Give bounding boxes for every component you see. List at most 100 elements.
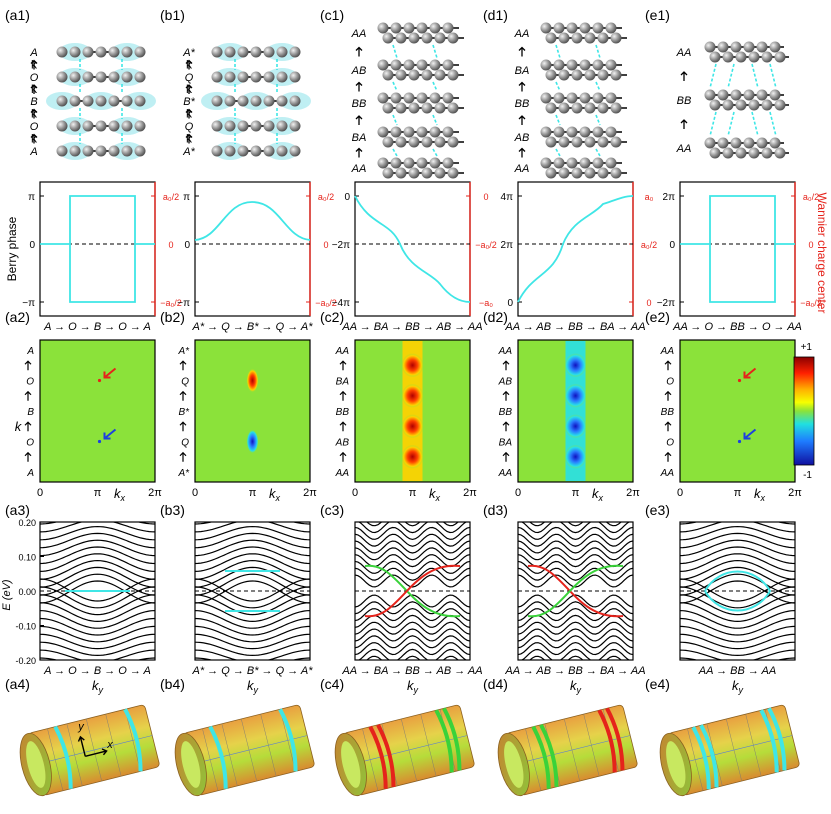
bulk-band (195, 539, 310, 557)
bilayer (540, 157, 622, 169)
bulk-band (518, 594, 633, 608)
atom (434, 167, 446, 179)
shift-arrow (595, 148, 601, 157)
curvature-peak (564, 383, 587, 408)
shift-arrow (392, 44, 398, 59)
atom (584, 136, 596, 148)
curvature-peak (737, 439, 742, 444)
ky-tick: B* (178, 407, 190, 418)
bulk-band (40, 578, 155, 602)
tube-inner (26, 741, 46, 788)
berry-tick-label: 0 (344, 192, 350, 203)
kx-tick: 2π (303, 487, 317, 499)
atom (558, 167, 570, 179)
blue-arrow (743, 428, 757, 440)
stack-label: O (30, 72, 39, 84)
up-arrow (179, 390, 187, 401)
band-frame (194, 521, 311, 661)
bulk-band (355, 507, 470, 519)
atom (774, 51, 786, 63)
wannier-tick-label: a₀/2 (641, 240, 657, 250)
bilayer (709, 99, 789, 111)
atom (377, 22, 389, 34)
nanotube (334, 704, 475, 797)
bilayer (704, 89, 784, 101)
atom (447, 69, 459, 81)
bilayer (540, 126, 622, 138)
atom (224, 145, 236, 157)
bulk-band (195, 633, 310, 650)
edge-channel (434, 709, 454, 773)
bulk-band (518, 574, 633, 588)
atom (545, 102, 557, 114)
atom (237, 95, 249, 107)
grid-line (190, 735, 308, 765)
axis-arrow-x (85, 748, 108, 757)
berry-tick-label: −2π (332, 240, 350, 251)
edge-channel (123, 708, 143, 772)
up-arrow (355, 81, 363, 92)
atom (250, 95, 262, 107)
atom (579, 59, 591, 71)
wannier-tick-label: −a₀ (479, 298, 493, 308)
atom (610, 69, 622, 81)
atom (717, 137, 729, 149)
curvature-peak (401, 414, 424, 439)
atom (390, 22, 402, 34)
berry-tick-label: −π (177, 298, 190, 309)
shift-arrow (392, 81, 398, 92)
atom (82, 46, 94, 58)
bulk-band (195, 578, 310, 602)
atom (134, 145, 146, 157)
bulk-band (518, 540, 633, 554)
shift-arrow (555, 44, 561, 59)
berry-frame (517, 181, 634, 317)
lattice-layer (211, 68, 301, 86)
bulk-band (195, 641, 310, 657)
edge-channel (691, 726, 711, 790)
atom (442, 157, 454, 169)
lattice-layer (211, 117, 301, 135)
bulk-band (680, 633, 795, 650)
ky-tick: O (26, 377, 34, 388)
band-frame (679, 521, 796, 661)
bilayer (382, 102, 464, 114)
atom (730, 41, 742, 53)
atom (434, 32, 446, 44)
atom (95, 145, 107, 157)
atom (224, 95, 236, 107)
wannier-tick-label: −a₀/2 (800, 298, 822, 308)
atom (597, 167, 609, 179)
bilayer (382, 69, 464, 81)
up-arrow (339, 390, 347, 401)
stack-label: AA (676, 143, 692, 155)
bulk-band (40, 580, 155, 604)
bulk-band (355, 526, 470, 541)
up-arrow (179, 451, 187, 462)
panel-label-d1: (d1) (483, 7, 508, 23)
atom (108, 95, 120, 107)
ky-tick: A* (177, 468, 190, 479)
atom (597, 32, 609, 44)
berry-tick-label: −π (22, 298, 35, 309)
bulk-band (680, 586, 795, 609)
up-arrow (24, 390, 32, 401)
kx-tick: π (734, 487, 742, 499)
bulk-band (195, 602, 310, 623)
axis-arrow-y (77, 735, 86, 757)
bilayer (540, 92, 622, 104)
bilayer (382, 167, 464, 179)
bulk-band (680, 610, 795, 629)
atom (408, 32, 420, 44)
stack-label: AA (514, 163, 530, 175)
bulk-band (195, 610, 310, 629)
atom (743, 41, 755, 53)
bulk-band (518, 547, 633, 561)
energy-tick: 0.00 (18, 587, 36, 597)
atom (597, 136, 609, 148)
atom (429, 126, 441, 138)
atom (540, 59, 552, 71)
stack-label: A (29, 47, 37, 59)
shift-arrow (392, 114, 398, 126)
